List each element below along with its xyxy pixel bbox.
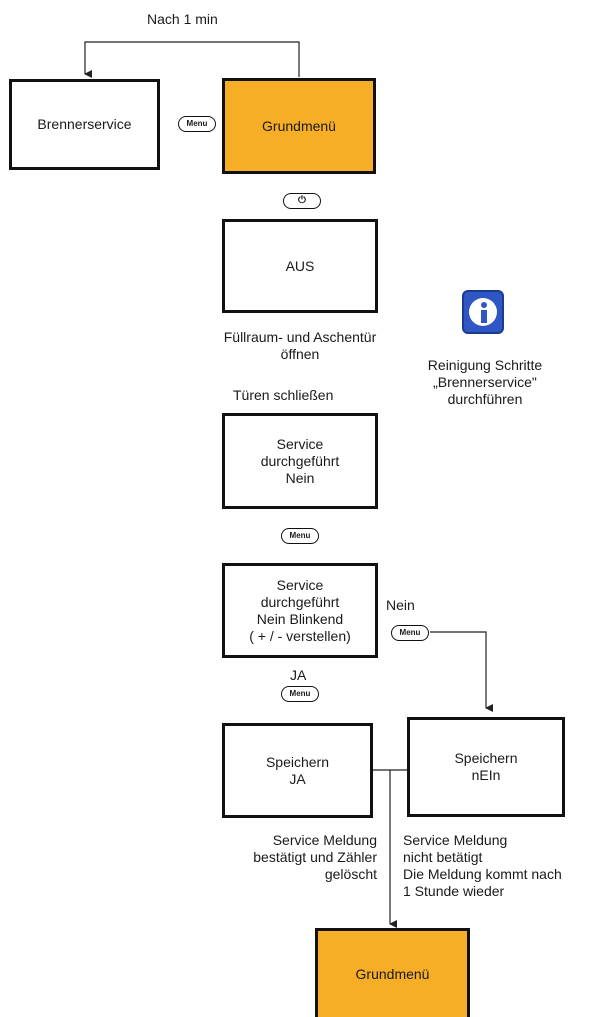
grundmenu-top-label: Grundmenü bbox=[262, 117, 336, 134]
open-doors-line2: öffnen bbox=[280, 346, 320, 362]
not-confirmed-line4: 1 Stunde wieder bbox=[403, 883, 505, 899]
service-nein-line3: Nein bbox=[285, 469, 315, 486]
confirm-line2: bestätigt und Zähler bbox=[253, 849, 377, 865]
power-icon: ⏻ bbox=[283, 193, 321, 209]
aus-box: AUS bbox=[222, 219, 378, 313]
speichern-ja-line1: Speichern bbox=[265, 753, 330, 770]
service-nein-line2: durchgeführt bbox=[260, 452, 340, 469]
service-blink-line3: Nein Blinkend bbox=[256, 610, 344, 627]
menu-button-icon: Menu bbox=[281, 528, 319, 544]
confirm-line1: Service Meldung bbox=[272, 832, 377, 848]
service-nein-line1: Service bbox=[276, 435, 324, 452]
confirm-line3: gelöscht bbox=[324, 866, 377, 882]
grundmenu-top-box: Grundmenü bbox=[222, 78, 376, 174]
service-blink-box: Service durchgeführt Nein Blinkend ( + /… bbox=[222, 563, 378, 658]
close-doors-note: Türen schließen bbox=[233, 387, 334, 403]
loop-arrow bbox=[84, 41, 300, 78]
info-icon bbox=[462, 290, 504, 334]
open-doors-line1: Füllraum- und Aschentür bbox=[223, 329, 377, 345]
top-note: Nach 1 min bbox=[147, 11, 218, 27]
grundmenu-bottom-box: Grundmenü bbox=[315, 928, 470, 1017]
not-confirmed-line2: nicht betätigt bbox=[403, 849, 483, 865]
ja-label: JA bbox=[290, 667, 307, 683]
speichern-nein-line1: Speichern bbox=[454, 750, 518, 766]
not-confirmed-line1: Service Meldung bbox=[403, 832, 508, 848]
service-blink-line1: Service bbox=[276, 576, 324, 593]
brennerservice-box: Brennerservice bbox=[9, 79, 160, 170]
nein-label: Nein bbox=[386, 597, 415, 613]
aus-label: AUS bbox=[285, 257, 315, 274]
not-confirmed-line3: Die Meldung kommt nach bbox=[403, 866, 562, 882]
speichern-nein-box: Speichern nEIn bbox=[407, 717, 565, 817]
menu-button-icon: Menu bbox=[178, 116, 216, 132]
menu-button-icon: Menu bbox=[281, 686, 319, 702]
speichern-ja-box: Speichern JA bbox=[222, 723, 373, 818]
info-line3: durchführen bbox=[447, 391, 523, 407]
not-confirmed-note: Service Meldung nicht betätigt Die Meldu… bbox=[403, 832, 562, 900]
service-blink-line4: ( + / - verstellen) bbox=[249, 627, 351, 644]
brennerservice-label: Brennerservice bbox=[37, 116, 132, 132]
open-doors-note: Füllraum- und Aschentür öffnen bbox=[197, 329, 403, 363]
info-line2: „Brennerservice" bbox=[433, 374, 537, 390]
speichern-ja-line2: JA bbox=[289, 770, 306, 787]
grundmenu-bottom-label: Grundmenü bbox=[355, 965, 430, 982]
speichern-nein-line2: nEIn bbox=[471, 767, 501, 783]
menu-button-icon: Menu bbox=[391, 625, 429, 641]
info-line1: Reinigung Schritte bbox=[427, 357, 543, 373]
service-blink-line2: durchgeführt bbox=[260, 593, 340, 610]
confirm-note: Service Meldung bestätigt und Zähler gel… bbox=[200, 832, 377, 883]
service-nein-box: Service durchgeführt Nein bbox=[222, 413, 378, 509]
info-note: Reinigung Schritte „Brennerservice" durc… bbox=[410, 357, 560, 408]
nein-arrow bbox=[430, 631, 493, 712]
